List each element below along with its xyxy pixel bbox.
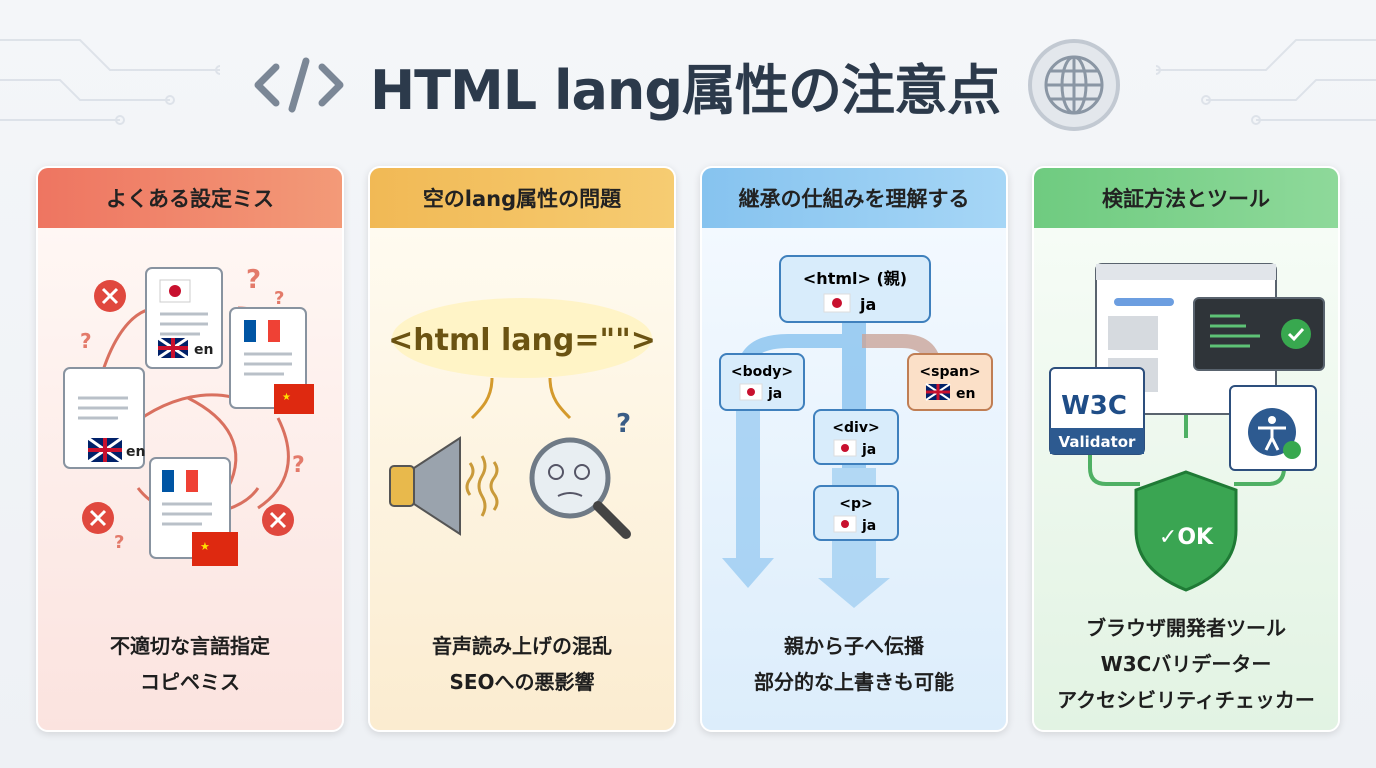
document-en: en: [63, 367, 145, 469]
empty-lang-code: <html lang="">: [388, 323, 656, 358]
globe-icon: [1028, 39, 1121, 131]
caption-line: ブラウザ開発者ツール: [1086, 616, 1286, 640]
node-html: <html> (親) ja: [779, 255, 931, 323]
error-x-icon: [82, 502, 114, 534]
node-p: <p> ja: [813, 485, 899, 541]
card-captions: 音声読み上げの混乱 SEOへの悪影響: [370, 628, 674, 700]
card-captions: 不適切な言語指定 コピペミス: [38, 628, 342, 700]
svg-text:ja: ja: [767, 386, 782, 402]
svg-text:en: en: [194, 342, 213, 358]
empty-lang-illustration: <html lang=""> ?: [388, 298, 656, 539]
svg-text:?: ?: [80, 329, 92, 353]
card-captions: ブラウザ開発者ツール W3Cバリデーター アクセシビリティチェッカー: [1034, 610, 1338, 718]
inheritance-tree-diagram: <html> (親) ja <body> ja <span> en <div> ja <…: [719, 255, 993, 608]
document-jp: en: [145, 267, 223, 369]
card-heading: 空のlang属性の問題: [370, 168, 674, 228]
caption-line: W3Cバリデーター: [1100, 652, 1272, 676]
speaker-icon: [389, 436, 461, 536]
svg-text:★: ★: [200, 540, 210, 553]
confused-magnifier-icon: ?: [529, 409, 631, 539]
caption-line: 部分的な上書きも可能: [754, 670, 954, 694]
ok-shield-icon: ✓OK: [1134, 470, 1238, 592]
card-empty-lang: 空のlang属性の問題 <html lang=""> ? 音声読み上げの混乱 S…: [368, 166, 676, 732]
error-x-icon: [94, 280, 126, 312]
devtools-icon: [1193, 297, 1325, 371]
node-div: <div> ja: [813, 409, 899, 465]
page-title: HTML lang属性の注意点: [369, 58, 1001, 122]
svg-text:<p>: <p>: [839, 496, 872, 512]
document-fr: ★: [229, 307, 314, 414]
validation-tools-illustration: W3C Validator ✓OK: [1049, 263, 1325, 592]
node-span: <span> en: [907, 353, 993, 411]
svg-text:<span>: <span>: [919, 364, 980, 380]
svg-text:✓OK: ✓OK: [1159, 525, 1214, 550]
error-x-icon: [262, 504, 294, 536]
svg-text:ja: ja: [861, 442, 876, 458]
circuit-decoration: [0, 39, 220, 125]
svg-text:?: ?: [114, 532, 124, 553]
svg-text:<body>: <body>: [731, 364, 793, 380]
caption-line: アクセシビリティチェッカー: [1057, 688, 1315, 712]
svg-text:<div>: <div>: [832, 420, 879, 436]
title-row: HTML lang属性の注意点: [0, 39, 1376, 131]
svg-text:en: en: [956, 386, 975, 402]
caption-line: SEOへの悪影響: [449, 670, 595, 694]
card-heading: 継承の仕組みを理解する: [702, 168, 1006, 228]
accessibility-checker-icon: [1229, 385, 1317, 471]
svg-text:ja: ja: [861, 518, 876, 534]
svg-text:?: ?: [246, 265, 261, 295]
svg-text:W3C: W3C: [1061, 391, 1127, 421]
card-inheritance: 継承の仕組みを理解する <html> (親) ja <body> ja <span>…: [700, 166, 1008, 732]
card-captions: 親から子へ伝播 部分的な上書きも可能: [702, 628, 1006, 700]
w3c-validator-icon: W3C Validator: [1049, 367, 1145, 455]
svg-text:en: en: [126, 444, 145, 460]
svg-text:Validator: Validator: [1059, 433, 1137, 451]
caption-line: コピペミス: [140, 670, 240, 694]
svg-text:<html> (親): <html> (親): [803, 269, 907, 288]
caption-line: 音声読み上げの混乱: [432, 634, 612, 658]
svg-text:?: ?: [274, 288, 284, 309]
card-heading: 検証方法とツール: [1034, 168, 1338, 228]
circuit-decoration: [1156, 39, 1376, 125]
language-confusion-illustration: en ★ en ★ ?????: [63, 265, 314, 566]
caption-line: 不適切な言語指定: [110, 634, 270, 658]
card-validation-tools: 検証方法とツール W3C Validator ✓OK ブラウザ開発者ツール W3C…: [1032, 166, 1340, 732]
svg-text:?: ?: [292, 453, 305, 478]
svg-text:?: ?: [616, 409, 631, 439]
svg-text:★: ★: [282, 392, 291, 403]
svg-text:ja: ja: [859, 295, 876, 314]
code-brackets-icon: [254, 57, 344, 113]
question-mark-icon: ?????: [80, 265, 305, 553]
node-body: <body> ja: [719, 353, 805, 411]
document-fr2: ★: [149, 457, 238, 566]
card-heading: よくある設定ミス: [38, 168, 342, 228]
card-common-mistakes: よくある設定ミス en ★ en ★ ????? 不適切な言語指定 コピペミス: [36, 166, 344, 732]
caption-line: 親から子へ伝播: [784, 634, 924, 658]
